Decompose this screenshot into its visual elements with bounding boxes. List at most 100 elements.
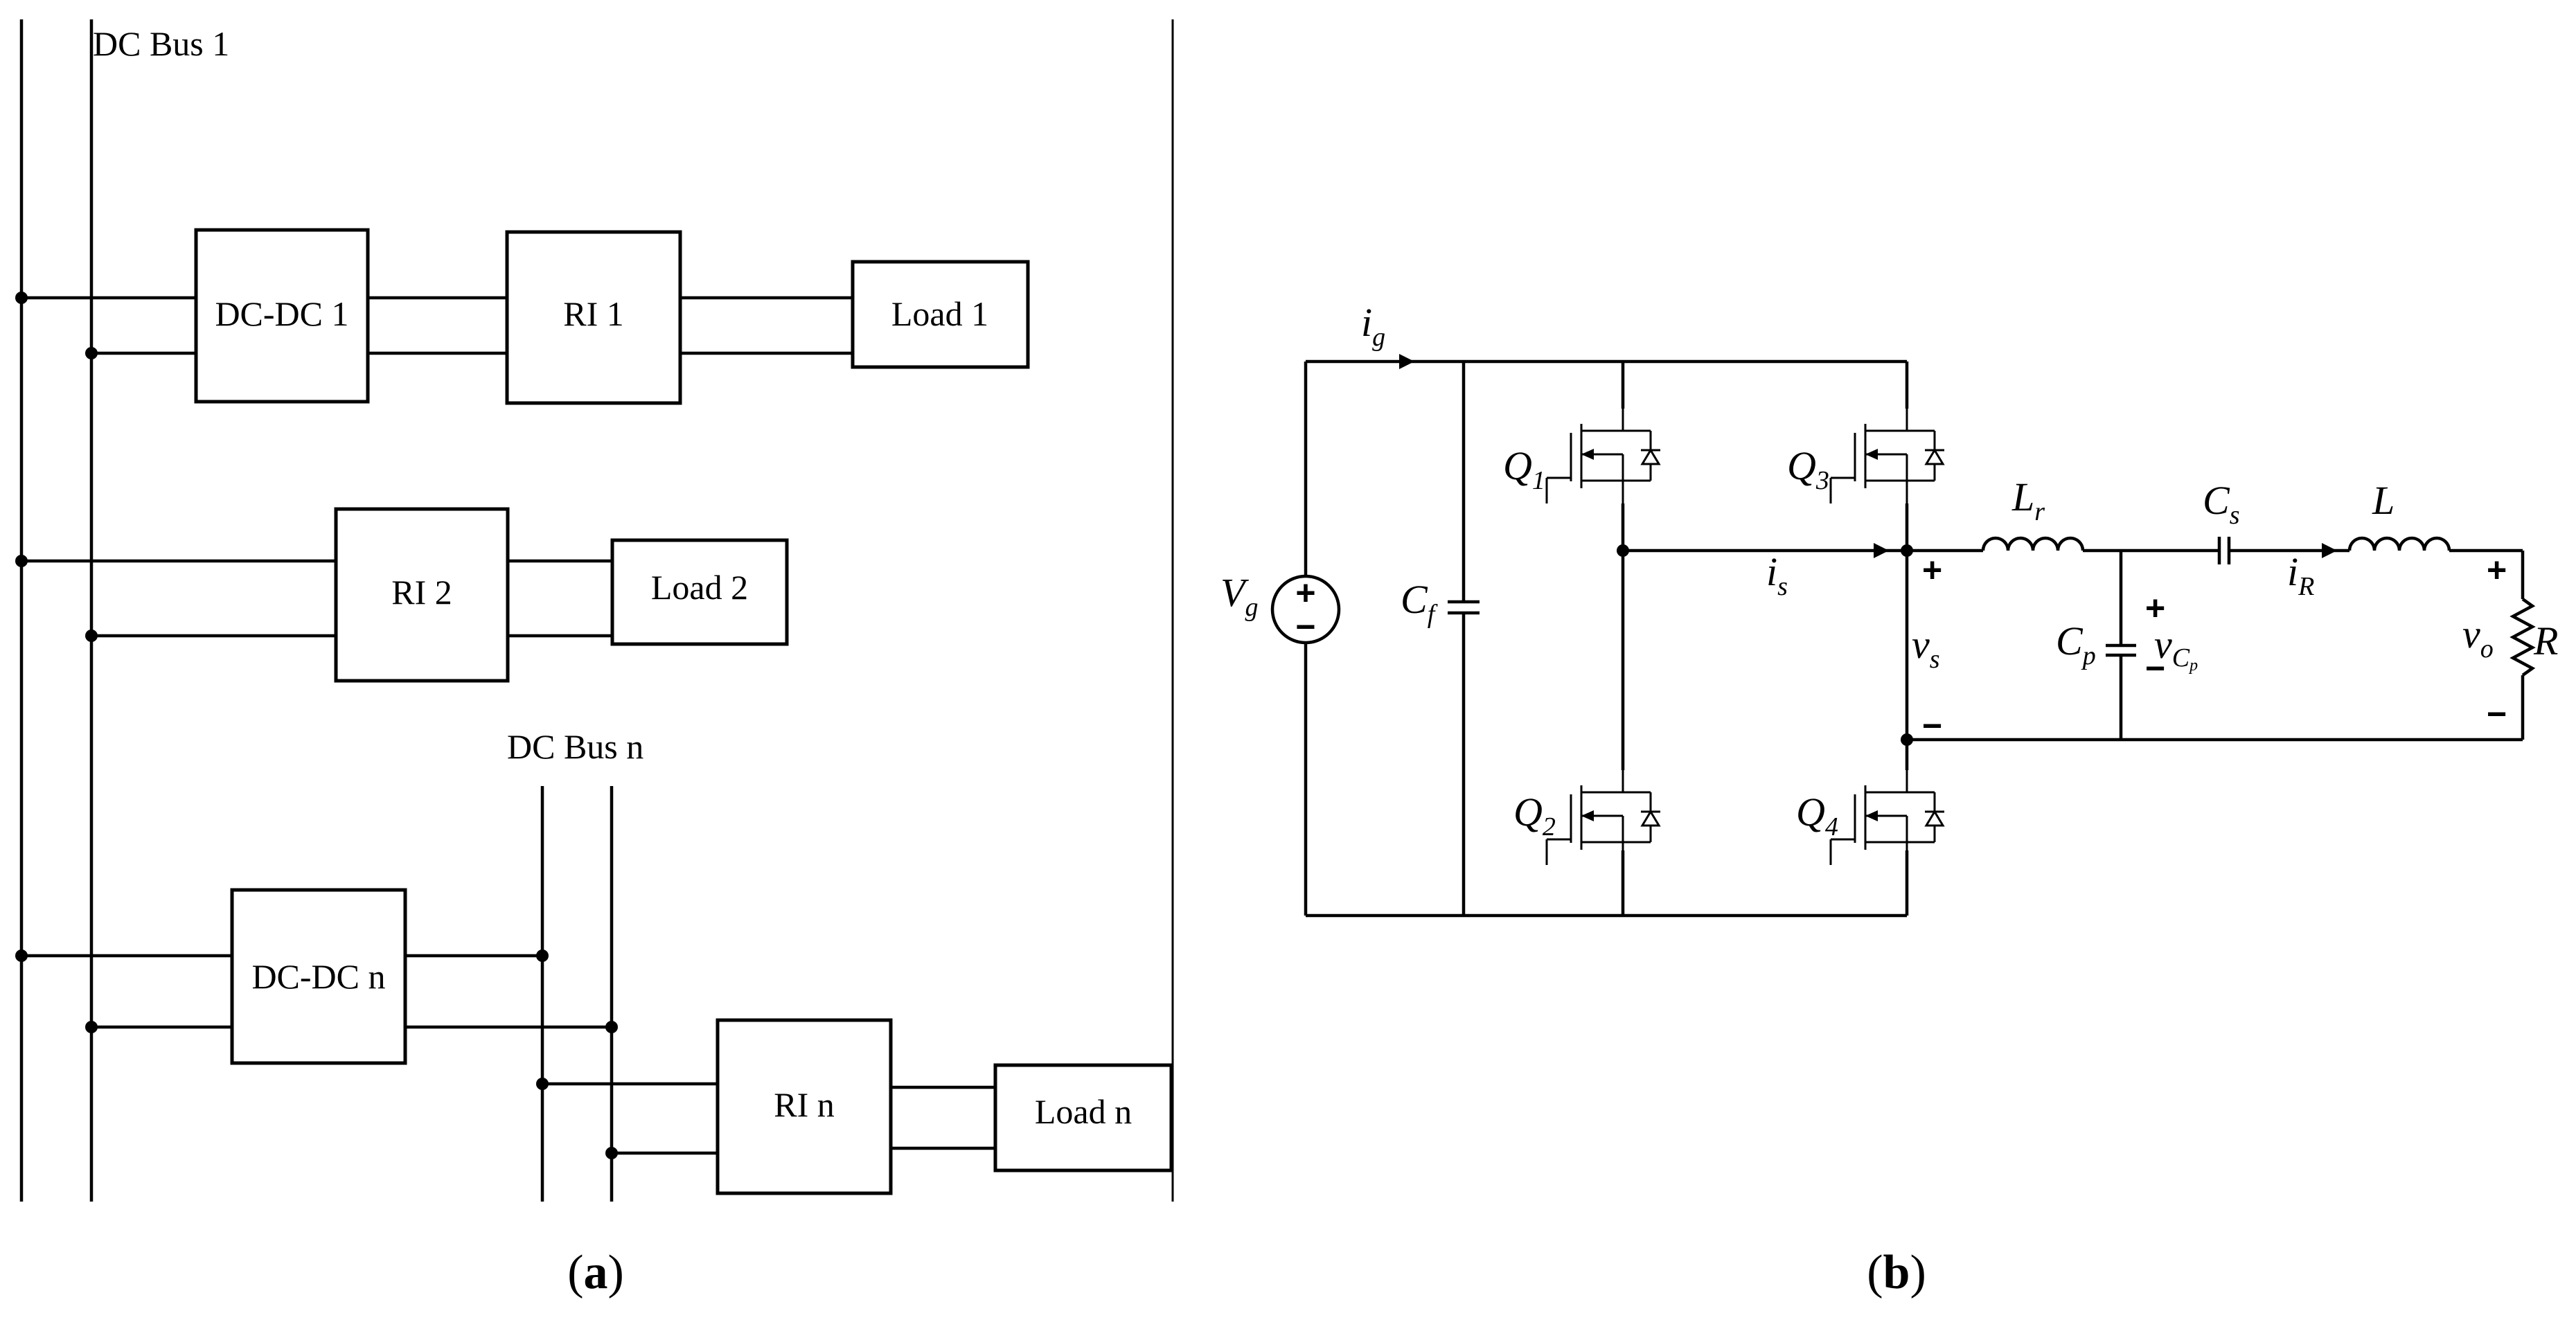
junction [85,347,98,359]
cf-label: Cf [1401,577,1438,629]
ir-label: iR [2287,549,2314,601]
loadn-label: Load n [1035,1092,1132,1131]
ig-label: ig [1361,300,1385,352]
dcdc1-label: DC-DC 1 [215,294,348,333]
junction [15,555,28,567]
cs-label-base: C [2203,478,2230,523]
vo-label-base: v [2462,612,2480,657]
vcp-label: vCp [2154,622,2198,675]
vo-plus: + [2487,551,2507,589]
rin-label: RI n [774,1085,835,1124]
q1-label: Q1 [1503,443,1545,495]
q3-label-base: Q [1787,443,1816,488]
cp-label-base: C [2056,618,2084,663]
ri1-block [505,230,682,405]
caption-a: (a) [567,1246,624,1299]
is-label-base: i [1766,549,1777,594]
caption-b-open: ( [1867,1246,1883,1299]
q2-mosfet-icon [1545,770,1661,865]
caption-b: (b) [1867,1246,1926,1299]
vcp-label-subsub: p [2188,657,2198,675]
caption-a-close: ) [608,1246,624,1299]
busn-label: DC Bus n [507,727,643,766]
vcp-minus: − [2145,649,2165,688]
vg-source-icon [1270,574,1341,645]
loadn-block [993,1063,1173,1172]
cs-label: Cs [2203,478,2239,530]
junction [15,292,28,304]
r-label: R [2533,618,2558,663]
r-resistor-icon [2510,598,2536,677]
vg-label: Vg [1220,570,1258,622]
cs-label-sub: s [2230,501,2240,530]
caption-b-close: ) [1910,1246,1926,1299]
dcdcn-block [230,888,407,1065]
q2-label-sub: 2 [1543,812,1556,841]
q1-label-sub: 1 [1532,466,1545,495]
vo-minus: − [2487,695,2507,733]
dot [1581,810,1594,821]
load2-label: Load 2 [651,568,748,607]
vcp-label-base: v [2154,622,2172,667]
vg-label-base: V [1220,570,1250,615]
dot [1865,810,1878,821]
is-label: is [1766,549,1788,601]
ir-label-sub: R [2298,572,2314,601]
load2-block [610,538,789,646]
cp-label: Cp [2056,618,2096,670]
q4-label-base: Q [1796,790,1825,835]
q1-mosfet-icon [1545,409,1661,503]
q4-mosfet-icon [1829,770,1945,865]
q2-label-base: Q [1513,790,1543,835]
ir-label-base: i [2287,549,2298,594]
is-label-sub: s [1777,572,1788,601]
ir-arrow-icon [2322,543,2337,558]
q1-label-base: Q [1503,443,1532,488]
vg-minus: − [1295,607,1315,646]
l-label: L [2372,478,2395,523]
ig-label-sub: g [1372,323,1385,352]
panel-a: DC Bus 1 DC-DC 1 RI 1 Load 1 RI 2 Load 2… [15,19,1174,1299]
vo-label: vo [2462,612,2494,663]
junction [605,1147,618,1159]
vcp-plus: + [2145,589,2165,627]
lr-label-base: L [2011,474,2034,519]
cf-label-sub: f [1428,600,1438,629]
junction [15,949,28,962]
dcdc1-block [194,228,370,404]
polygon [1640,448,1661,465]
junction [605,1021,618,1033]
junction [85,630,98,642]
q4-label: Q4 [1796,790,1838,841]
junction [85,1021,98,1033]
dcdcn-label: DC-DC n [251,957,385,996]
caption-a-open: ( [567,1246,583,1299]
q2-label: Q2 [1513,790,1556,841]
caption-b-letter: b [1883,1246,1910,1299]
rin-block [716,1018,893,1195]
vs-label-base: v [1912,622,1930,667]
ig-arrow-icon [1399,354,1414,369]
is-arrow-icon [1874,543,1889,558]
vs-label-sub: s [1930,645,1940,674]
vg-label-sub: g [1245,593,1258,622]
ri1-label: RI 1 [563,294,624,333]
vo-label-sub: o [2480,634,2494,663]
q4-label-sub: 4 [1825,812,1838,841]
load1-block [851,260,1030,369]
q3-mosfet-icon [1829,409,1945,503]
ig-label-base: i [1361,300,1372,345]
ri2-label: RI 2 [391,573,452,612]
polygon [1640,810,1661,827]
vg-plus: + [1295,573,1315,612]
lr-label-sub: r [2034,497,2045,526]
q3-label: Q3 [1787,443,1829,495]
polygon [1924,448,1945,465]
q3-label-sub: 3 [1815,466,1829,495]
cp-label-sub: p [2081,641,2096,670]
vs-plus: + [1922,551,1942,589]
ri2-block [334,507,510,683]
lr-inductor-icon [1981,536,2085,551]
panel-b: ig + − Vg Cf [1220,300,2558,1299]
